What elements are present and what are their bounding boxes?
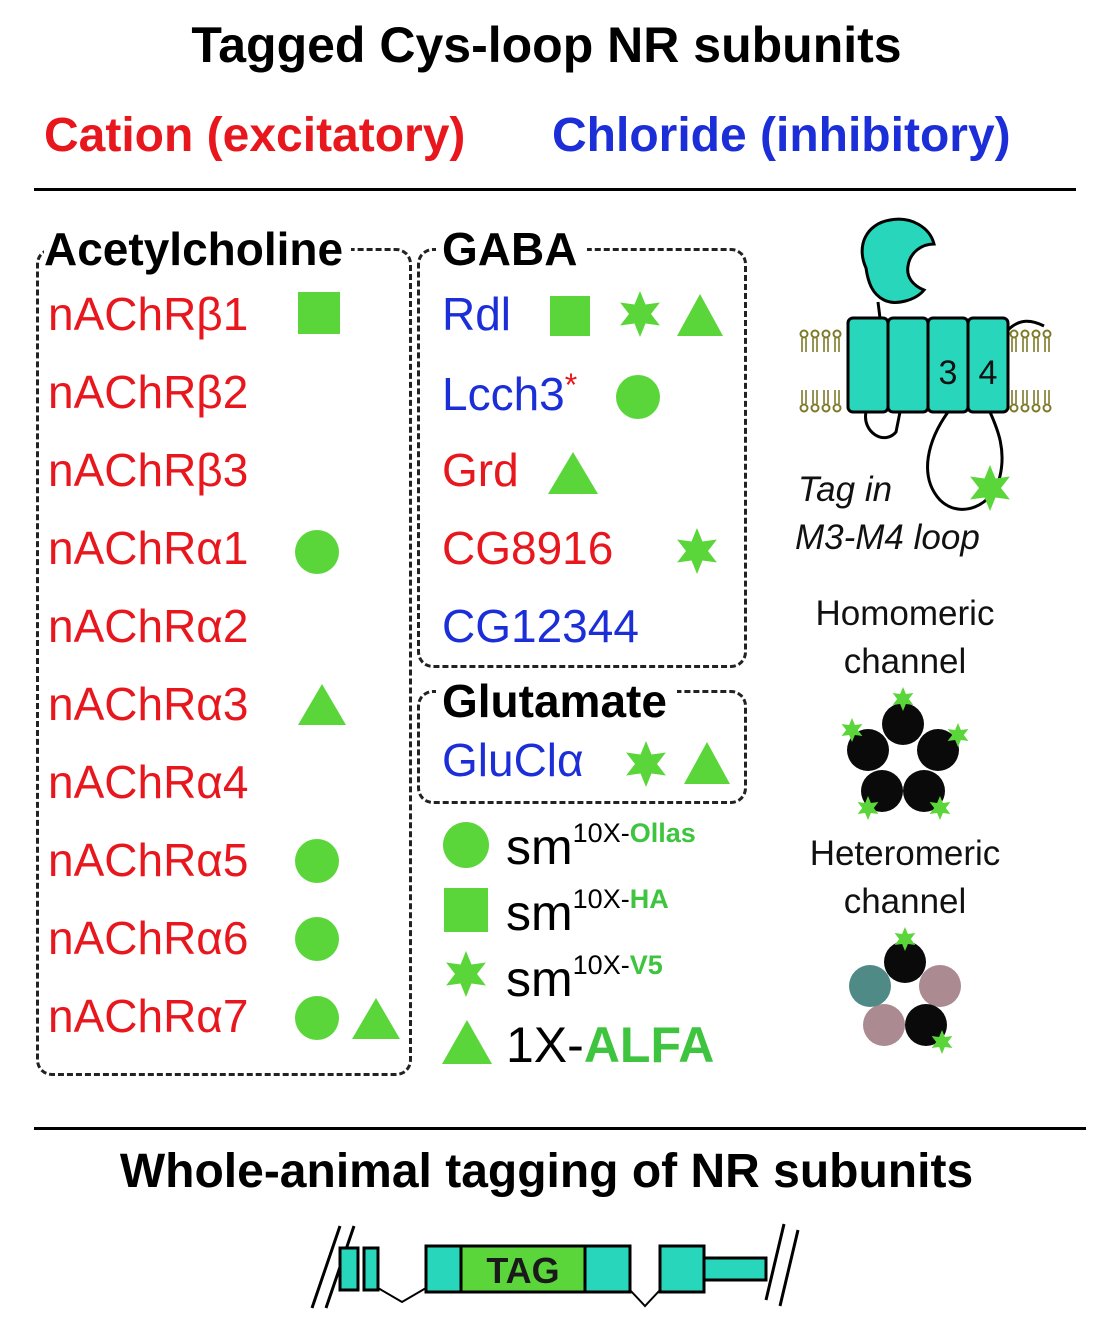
glutamate-title: Glutamate: [436, 674, 677, 728]
footer-title: Whole-animal tagging of NR subunits: [119, 1145, 974, 1198]
intron-1: [377, 1287, 427, 1304]
legend-shapes: [442, 822, 492, 1064]
intron-2: [629, 1289, 661, 1308]
homomeric-channel: [841, 687, 969, 820]
legend-alfa: 1X-ALFA: [506, 1016, 714, 1074]
triangle-tag-icon: [684, 742, 730, 784]
legend-sup: 10X-: [572, 884, 630, 914]
circle-tag-icon: [443, 822, 489, 868]
helix-m2: [886, 316, 930, 414]
tag-markers: [295, 291, 730, 1040]
legend-base: sm: [506, 819, 573, 875]
circle-tag-icon: [295, 917, 339, 961]
list-item: nAChRα3: [48, 678, 249, 730]
list-item: nAChRβ1: [48, 288, 249, 340]
heteromeric-line1: Heteromeric: [809, 834, 1001, 873]
legend-ollas: sm10X-Ollas: [506, 818, 696, 876]
list-item: nAChRα6: [48, 912, 249, 964]
membrane-lipids-right: [1009, 329, 1052, 413]
circle-tag-icon: [295, 996, 339, 1040]
legend-sup: 10X-: [572, 950, 630, 980]
tag-label: TAG: [486, 1250, 559, 1291]
list-item: CG12344: [442, 600, 639, 652]
list-item: Lcch3*: [442, 369, 577, 417]
star-tag-icon: [446, 951, 486, 997]
chloride-label: Chloride (inhibitory): [552, 109, 1011, 162]
linker: [876, 301, 882, 319]
helix-number: 4: [979, 354, 998, 392]
heteromeric-line2: channel: [843, 882, 967, 921]
legend-tag: V5: [629, 950, 663, 980]
triangle-tag-icon: [548, 452, 598, 494]
c-terminal-tail: [1006, 319, 1045, 332]
list-item: GluClα: [442, 734, 584, 786]
tag-note-line1: Tag in: [798, 470, 893, 509]
triangle-tag-icon: [677, 294, 723, 336]
list-item: Rdl: [442, 288, 512, 340]
helix-m4: [966, 316, 1010, 414]
loop-m1-m2: [864, 411, 902, 439]
top-divider: [34, 188, 1076, 191]
tag-insert: [459, 1244, 587, 1294]
acetylcholine-title: Acetylcholine: [44, 222, 352, 276]
list-item: Grd: [442, 444, 519, 496]
list-item: CG8916: [442, 522, 614, 574]
heteromeric-channel: [849, 927, 961, 1054]
circle-tag-icon: [295, 839, 339, 883]
legend-base: sm: [506, 885, 573, 941]
membrane-lipids-left: [799, 329, 842, 413]
star-tag-icon: [677, 528, 717, 574]
list-item: nAChRα4: [48, 756, 249, 808]
legend-tag: ALFA: [583, 1017, 715, 1073]
list-item: nAChRβ2: [48, 366, 249, 418]
bottom-divider: [34, 1127, 1086, 1130]
square-tag-icon: [298, 292, 340, 334]
legend-tag: HA: [629, 884, 669, 914]
triangle-tag-icon: [298, 684, 346, 725]
star-tag-icon: [970, 465, 1010, 511]
gaba-title: GABA: [436, 222, 588, 276]
legend-v5: sm10X-V5: [506, 950, 663, 1008]
list-item: nAChRα5: [48, 834, 249, 886]
circle-tag-icon: [295, 530, 339, 574]
exon-2: [362, 1246, 380, 1292]
helix-m1: [846, 316, 890, 414]
star-tag-icon: [626, 741, 666, 787]
list-item: nAChRα1: [48, 522, 249, 574]
list-item: nAChRα2: [48, 600, 249, 652]
break-mark-right: [764, 1223, 800, 1307]
triangle-tag-icon: [352, 998, 400, 1039]
m3-m4-loop: [926, 411, 1004, 511]
legend-base: 1X-: [506, 1017, 584, 1073]
item-name: Lcch3: [442, 368, 565, 420]
homomeric-line1: Homomeric: [815, 594, 995, 633]
triangle-tag-icon: [442, 1020, 492, 1064]
list-item: nAChRβ3: [48, 444, 249, 496]
tag-note-line2: M3-M4 loop: [795, 518, 980, 557]
star-tag-icon: [620, 291, 660, 337]
asterisk-mark: *: [564, 367, 578, 403]
helix-number: 3: [939, 354, 958, 392]
gene-model: TAG: [310, 1223, 800, 1309]
legend-tag: Ollas: [629, 818, 696, 848]
exon-last: [658, 1244, 706, 1294]
n-terminal-domain: [860, 217, 936, 304]
square-tag-icon: [444, 888, 488, 932]
homomeric-line2: channel: [843, 642, 967, 681]
figure-title: Tagged Cys-loop NR subunits: [191, 17, 902, 73]
utr: [702, 1256, 768, 1282]
legend-ha: sm10X-HA: [506, 884, 669, 942]
square-tag-icon: [550, 296, 590, 336]
exon-1: [338, 1246, 360, 1292]
cation-label: Cation (excitatory): [44, 109, 466, 162]
legend-sup: 10X-: [572, 818, 630, 848]
list-item: nAChRα7: [48, 990, 249, 1042]
receptor-schematic: [799, 217, 1052, 511]
circle-tag-icon: [616, 375, 660, 419]
legend-base: sm: [506, 951, 573, 1007]
